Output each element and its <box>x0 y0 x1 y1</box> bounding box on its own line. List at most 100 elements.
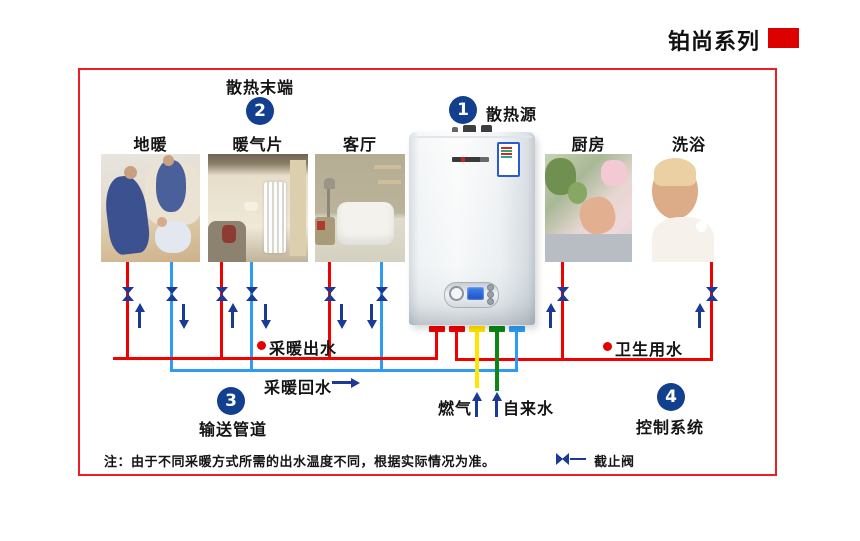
stop-valve-legend-line <box>570 458 586 460</box>
photo-shape-lamp-stem <box>326 188 330 221</box>
callout-number-4: 4 <box>665 387 677 407</box>
boiler-button <box>487 291 494 298</box>
pipe-return-radiator <box>250 262 253 371</box>
photo-radiator-room <box>208 154 308 262</box>
room-label-radiator: 暖气片 <box>232 135 284 154</box>
boiler-energy-label-bars <box>501 147 512 159</box>
flow-arrow-down-icon <box>366 303 378 329</box>
stop-valve-icon <box>376 287 388 301</box>
pipe-supply-living-room <box>328 262 331 358</box>
stop-valve-icon <box>216 287 228 301</box>
photo-shape-father-head <box>163 155 175 167</box>
photo-shape-shelf <box>374 164 402 170</box>
photo-shape-mother <box>102 173 152 256</box>
stop-valve-icon <box>166 287 178 301</box>
room-label-floor-heating: 地暖 <box>133 135 168 154</box>
stop-valve-icon <box>246 287 258 301</box>
photo-shape-lamp <box>324 177 335 189</box>
stop-valve-legend-icon <box>556 453 569 465</box>
legend-stop-valve-label: 截止阀 <box>594 455 635 470</box>
pipe-return-living-room <box>380 262 383 371</box>
boiler-flue-pipe <box>481 125 492 134</box>
flow-arrow-up-icon <box>694 303 706 329</box>
callout-number-3: 3 <box>225 391 237 411</box>
red-bullet-icon <box>257 341 266 350</box>
pipe-boiler-tap-water <box>495 331 499 391</box>
boiler-top-pipe <box>452 127 458 134</box>
pipe-boiler-heating-return <box>515 331 518 372</box>
label-heating-return: 采暖回水 <box>264 378 333 397</box>
photo-shape-sink <box>545 233 632 262</box>
photo-living-room <box>315 154 405 262</box>
manifold-heating-return <box>170 369 518 372</box>
boiler-energy-label <box>497 142 520 177</box>
stop-valve-icon <box>324 287 336 301</box>
section-label-control-system: 控制系统 <box>636 418 705 437</box>
pipe-supply-radiator <box>220 262 223 358</box>
photo-shape-lamp <box>244 201 258 212</box>
tap-water-inlet-arrow-icon <box>491 392 503 417</box>
stop-valve-icon <box>557 287 569 301</box>
stop-valve-icon <box>122 287 134 301</box>
flow-arrow-down-icon <box>260 303 272 329</box>
photo-shape-bubble <box>703 171 726 194</box>
boiler-stub-gas <box>469 326 485 332</box>
callout-circle-4: 4 <box>657 383 685 411</box>
boiler-button <box>487 284 494 291</box>
boiler-brand-logo <box>452 157 489 162</box>
room-label-living-room: 客厅 <box>342 135 377 154</box>
callout-circle-3: 3 <box>217 387 245 415</box>
photo-shape-baby-hair <box>653 158 697 187</box>
photo-shape-father <box>156 160 187 213</box>
manifold-domestic-hot-water <box>456 358 713 361</box>
label-gas: 燃气 <box>438 399 473 418</box>
flow-arrow-up-icon <box>545 303 557 329</box>
label-heating-supply: 采暖出水 <box>269 339 338 358</box>
callout-circle-2: 2 <box>246 97 274 125</box>
pipe-boiler-heating-supply <box>435 331 438 359</box>
photo-shape-bubble <box>713 201 729 217</box>
photo-floor-heating <box>101 154 200 262</box>
boiler-stub-tap-water <box>489 326 505 332</box>
photo-kitchen <box>545 154 632 262</box>
photo-shape-dish <box>600 160 627 187</box>
boiler-stub-heating-return <box>509 326 525 332</box>
return-flow-arrow-right-icon <box>332 377 360 389</box>
series-red-square <box>768 28 799 48</box>
pipe-hot-water-bath <box>710 262 713 361</box>
section-label-piping: 输送管道 <box>199 420 268 439</box>
flow-arrow-up-icon <box>227 303 239 329</box>
flow-arrow-down-icon <box>336 303 348 329</box>
photo-shape-books <box>316 220 325 230</box>
room-label-kitchen: 厨房 <box>571 135 606 154</box>
room-label-bath: 洗浴 <box>671 135 706 154</box>
photo-shape-shelf <box>378 179 402 185</box>
section-label-heat-terminals: 散热末端 <box>225 78 294 97</box>
callout-number-1: 1 <box>457 100 469 120</box>
callout-number-2: 2 <box>254 101 266 121</box>
photo-shape-vegetables <box>567 182 587 204</box>
boiler-stub-heating-supply <box>429 326 445 332</box>
photo-shape-radiator <box>264 182 286 254</box>
photo-shape-bubble <box>696 220 708 232</box>
photo-shape-baby-head <box>157 216 168 227</box>
callout-circle-1: 1 <box>449 96 477 124</box>
pipe-boiler-dhw-out <box>455 331 458 361</box>
pipe-hot-water-kitchen <box>561 262 564 361</box>
boiler-stub-dhw-out <box>449 326 465 332</box>
pipe-boiler-gas <box>475 331 479 388</box>
section-label-heat-source: 散热源 <box>486 105 538 124</box>
flow-arrow-down-icon <box>178 303 190 329</box>
label-domestic-hot-water: 卫生用水 <box>615 340 684 359</box>
boiler-button <box>487 298 494 305</box>
stop-valve-icon <box>706 287 718 301</box>
boiler-flue-pipe <box>463 125 476 134</box>
flow-arrow-up-icon <box>134 303 146 329</box>
photo-shape-cushion <box>222 225 236 243</box>
boiler-lcd-display <box>467 287 484 300</box>
gas-inlet-arrow-icon <box>471 392 483 417</box>
series-title: 铂尚系列 <box>668 30 761 55</box>
label-tap-water: 自来水 <box>503 399 555 418</box>
boiler-top-seam <box>412 136 532 138</box>
